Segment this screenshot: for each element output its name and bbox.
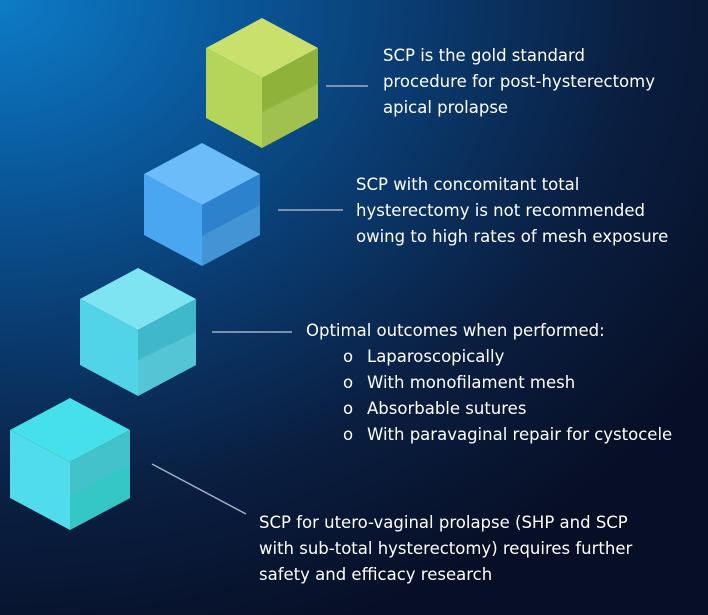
bullet-text: With monofilament mesh [367, 373, 576, 392]
statement-2-line-3: owing to high rates of mesh exposure [356, 227, 669, 246]
cube-2 [144, 143, 260, 266]
bullet-text: With paravaginal repair for cystocele [367, 425, 673, 444]
bullet-marker: o [343, 425, 354, 444]
cube-3-left [80, 299, 138, 396]
statement-3: Optimal outcomes when performed: o Lapar… [306, 318, 701, 448]
bullet-item: o Laparoscopically [343, 344, 701, 370]
statement-3-bullets: o Laparoscopically o With monofilament m… [306, 344, 701, 448]
bullet-item: o With paravaginal repair for cystocele [343, 422, 701, 448]
bullet-marker: o [343, 399, 354, 418]
statement-1: SCP is the gold standard procedure for p… [383, 43, 683, 121]
statement-1-line-2: procedure for post-hysterectomy [383, 72, 655, 91]
cube-1-facet [262, 84, 318, 148]
bullet-marker: o [343, 347, 354, 366]
statement-2-line-2: hysterectomy is not recommended [356, 201, 646, 220]
cube-1-left [206, 48, 262, 148]
statement-1-line-3: apical prolapse [383, 98, 509, 117]
cube-2-facet [202, 205, 260, 266]
cube-1 [206, 18, 318, 148]
bullet-text: Laparoscopically [367, 347, 505, 366]
cube-4-left [10, 430, 70, 530]
statement-4-line-2: with sub-total hysterectomy) requires fu… [259, 539, 633, 558]
statement-2-line-1: SCP with concomitant total [356, 175, 580, 194]
statement-4: SCP for utero-vaginal prolapse (SHP and … [259, 510, 689, 588]
bullet-item: o Absorbable sutures [343, 396, 701, 422]
cube-3-facet [138, 332, 196, 396]
statement-3-heading: Optimal outcomes when performed: [306, 321, 605, 340]
bullet-text: Absorbable sutures [367, 399, 527, 418]
cube-4-facet [70, 464, 130, 530]
cube-3 [80, 268, 196, 396]
cube-4 [10, 398, 130, 530]
statement-4-line-1: SCP for utero-vaginal prolapse (SHP and … [259, 513, 628, 532]
statement-1-line-1: SCP is the gold standard [383, 46, 585, 65]
bullet-item: o With monofilament mesh [343, 370, 701, 396]
statement-4-line-3: safety and efficacy research [259, 565, 493, 584]
cube-2-left [144, 174, 202, 266]
bullet-marker: o [343, 373, 354, 392]
connector-4 [151, 463, 247, 515]
statement-2: SCP with concomitant total hysterectomy … [356, 172, 701, 250]
